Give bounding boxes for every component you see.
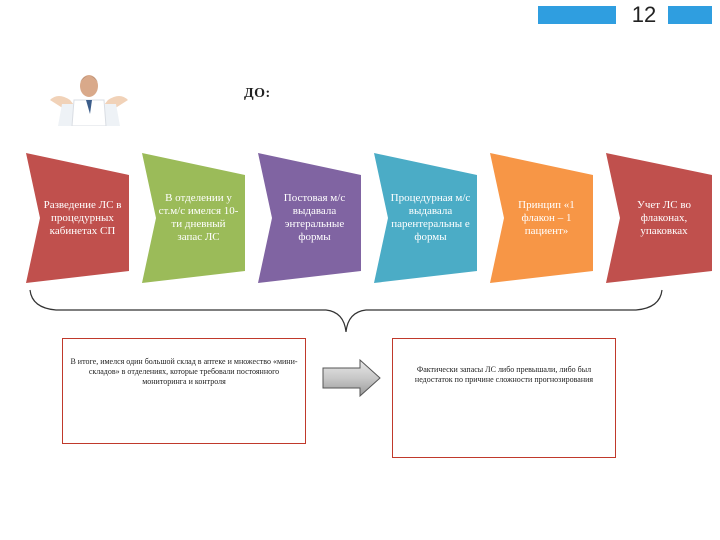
curly-brace xyxy=(29,289,663,333)
card-one-vial-principle-text: Принцип «1 флакон – 1 пациент» xyxy=(518,198,575,237)
card-enteral-forms-text: Постовая м/с выдавала энтеральные формы xyxy=(283,192,346,243)
header-bar-right xyxy=(668,6,712,24)
summary-left-box: В итоге, имелся один большой склад в апт… xyxy=(62,338,306,444)
summary-right-box: Фактически запасы ЛС либо превышали, либ… xyxy=(392,338,616,458)
card-enteral-forms: Постовая м/с выдавала энтеральные формы xyxy=(258,153,361,283)
summary-right-text: Фактически запасы ЛС либо превышали, либ… xyxy=(414,365,594,384)
doctor-shrugging-icon xyxy=(48,70,130,127)
card-dilution: Разведение ЛС в процедурных кабинетах СП xyxy=(26,153,129,283)
card-ten-day-stock: В отделении у ст.м/с имелся 10-ти дневны… xyxy=(142,153,245,283)
card-accounting: Учет ЛС во флаконах, упаковках xyxy=(606,153,712,283)
right-arrow-icon xyxy=(322,358,381,398)
page-number: 12 xyxy=(631,2,657,27)
slide-title: ДО: xyxy=(244,86,271,101)
card-one-vial-principle: Принцип «1 флакон – 1 пациент» xyxy=(490,153,593,283)
card-ten-day-stock-text: В отделении у ст.м/с имелся 10-ти дневны… xyxy=(158,192,239,243)
card-accounting-text: Учет ЛС во флаконах, упаковках xyxy=(637,198,691,237)
header-bar-left xyxy=(538,6,616,24)
summary-left-text: В итоге, имелся один большой склад в апт… xyxy=(70,357,298,386)
card-dilution-text: Разведение ЛС в процедурных кабинетах СП xyxy=(43,198,122,237)
card-parenteral-forms-text: Процедурная м/с выдавала парентеральны е… xyxy=(390,192,471,243)
card-parenteral-forms: Процедурная м/с выдавала парентеральны е… xyxy=(374,153,477,283)
